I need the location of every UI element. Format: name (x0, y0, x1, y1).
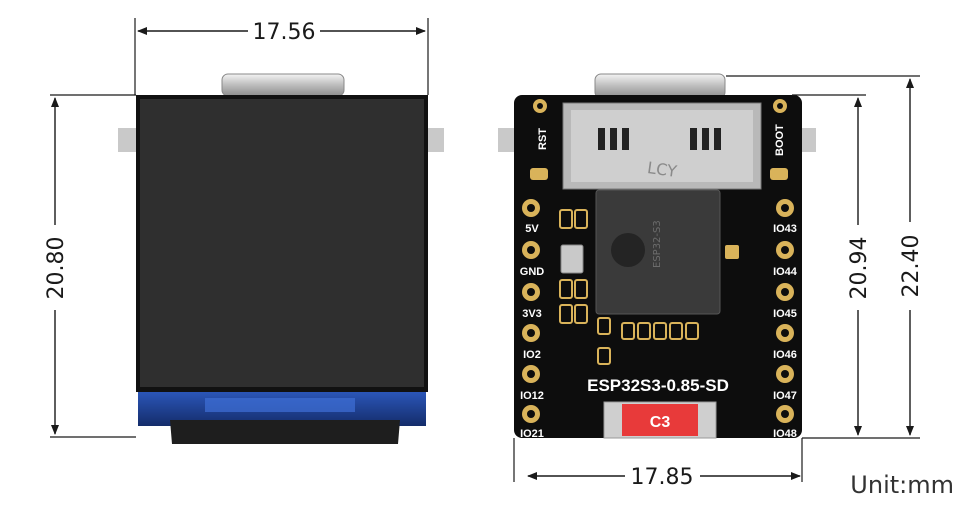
front-width-label: 17.56 (253, 20, 316, 45)
pin-label-right-4: IO47 (773, 390, 797, 402)
pin-label-left-0: 5V (525, 223, 539, 235)
pin-label-right-2: IO45 (773, 308, 797, 320)
back-view: LCY RST BOOT 5V GND (498, 73, 816, 440)
front-height-label: 20.80 (44, 237, 69, 300)
sd-contacts (598, 128, 721, 150)
back-inner-height-label: 20.94 (847, 237, 872, 300)
pin-label-left-1: GND (520, 266, 545, 278)
pin-label-left-4: IO12 (520, 390, 544, 402)
front-bottom-ribbon (170, 420, 400, 444)
rst-label: RST (537, 128, 549, 150)
esp32-chip (595, 189, 721, 315)
front-left-button (118, 128, 138, 152)
front-screen (140, 99, 424, 387)
pad-right-smd (770, 168, 788, 180)
pin-label-right-0: IO43 (773, 223, 797, 235)
pin-label-right-1: IO44 (773, 266, 798, 278)
passive-components (559, 209, 699, 365)
board-model-label: ESP32S3-0.85-SD (587, 376, 729, 395)
pin-label-left-3: IO2 (523, 349, 541, 361)
boot-label: BOOT (774, 124, 786, 156)
back-rst-button-cap (498, 128, 516, 152)
front-dimensions: 17.56 20.80 (44, 18, 429, 438)
pin-label-right-5: IO48 (773, 428, 797, 440)
pin-label-right-3: IO46 (773, 349, 797, 361)
right-header-pins (776, 199, 794, 423)
front-view (118, 73, 444, 444)
back-usb-connector (594, 73, 726, 99)
pin-label-left-5: IO21 (520, 428, 544, 440)
c3-chip (622, 404, 698, 436)
front-usb-connector (221, 73, 345, 97)
back-dimensions: 17.85 20.94 22.40 (513, 75, 924, 490)
front-right-button (426, 128, 444, 152)
chip-side-pad (725, 245, 739, 259)
pin-label-left-2: 3V3 (522, 308, 542, 320)
sd-marking: LCY (646, 158, 678, 181)
left-header-pins (522, 199, 540, 423)
c3-chip-label: C3 (650, 414, 671, 431)
chip-marking: ESP32-S3 (652, 220, 663, 268)
back-total-height-label: 22.40 (899, 235, 924, 298)
chip-logo (611, 233, 645, 267)
front-fpc-highlight (205, 398, 355, 412)
pad-left-smd (530, 168, 548, 180)
back-width-label: 17.85 (631, 465, 694, 490)
back-boot-button-cap (800, 128, 816, 152)
unit-label: Unit:mm (850, 471, 954, 499)
